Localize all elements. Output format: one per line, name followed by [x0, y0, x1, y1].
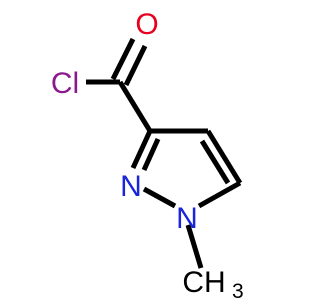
chlorine-atom-label: Cl	[51, 67, 79, 100]
methyl-subscript-label: 3	[232, 280, 244, 300]
bond-carbonyl-oxygen-1	[110, 37, 136, 81]
molecule-structure-diagram: O Cl N N CH 3	[51, 8, 244, 300]
bond-ring-c4-c5-2	[199, 139, 231, 185]
bond-carbonyl-oxygen-2	[123, 44, 148, 87]
bond-ring-c5-n1	[197, 180, 242, 209]
bond-ring-n1-n2	[142, 186, 177, 209]
methyl-group-label: CH	[182, 266, 225, 299]
bond-ring-n2-c3-1	[130, 129, 153, 170]
atom-labels: O Cl N N CH 3	[51, 8, 244, 300]
ring-nitrogen-atom-label: N	[120, 170, 142, 203]
bond-carbonyl-ring	[117, 80, 153, 133]
oxygen-atom-label: O	[135, 8, 158, 41]
bonds	[86, 37, 243, 269]
bond-ring-c4-c5-1	[205, 129, 243, 185]
methyl-nitrogen-atom-label: N	[176, 202, 198, 235]
bond-ring-n2-c3-2	[141, 137, 161, 172]
bond-n1-methyl	[185, 224, 204, 269]
